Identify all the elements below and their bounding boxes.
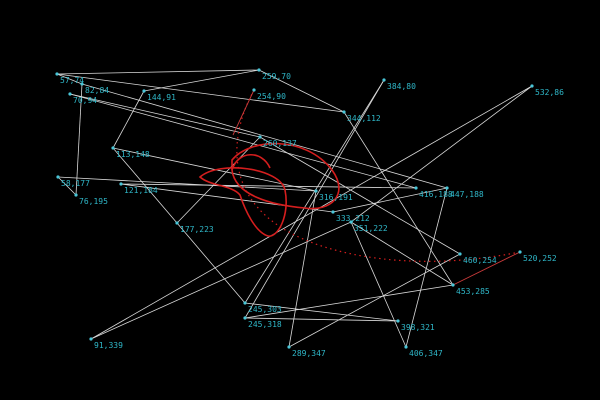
node-label-p384_80: 384,80: [387, 82, 416, 91]
node-label-p406_347: 406,347: [409, 349, 443, 358]
node-label-p259_70: 259,70: [262, 72, 291, 81]
red-loop-lower: [198, 167, 287, 237]
node-label-p316_191: 316,191: [319, 193, 353, 202]
node-label-p76_195: 76,195: [79, 197, 108, 206]
edge-p245_318-p398_321: [244, 317, 399, 322]
edge-p70_94-p416_188: [69, 93, 417, 189]
edge-p351_222-p406_347: [350, 221, 407, 348]
node-p406_347: [404, 345, 408, 349]
edge-p57_74-p344_112: [56, 73, 345, 113]
node-p121_184: [119, 182, 123, 186]
node-p351_222: [349, 220, 353, 224]
edge-p447_188-p406_347: [405, 187, 448, 348]
edge-p532_86-p351_222: [350, 85, 533, 223]
node-label-p447_188: 447,188: [450, 190, 484, 199]
node-p144_91: [142, 89, 146, 93]
edge-p58_177-p76_195: [57, 176, 77, 196]
edge-p82_84-p76_195: [75, 83, 83, 196]
node-label-p254_90: 254,90: [257, 92, 286, 101]
edge-p57_74-p82_84: [56, 73, 83, 85]
edge-p58_177-p316_191: [57, 176, 317, 192]
node-label-p177_223: 177,223: [180, 225, 214, 234]
node-p460_254: [458, 252, 462, 256]
node-label-p460_254: 460,254: [463, 256, 497, 265]
node-label-p398_321: 398,321: [401, 323, 435, 332]
node-p82_84: [80, 82, 84, 86]
node-label-p245_318: 245,318: [248, 320, 282, 329]
edge-p447_188-p333_212: [332, 187, 448, 213]
node-label-p344_112: 344,112: [347, 114, 381, 123]
edge-p245_303-p398_321: [244, 302, 399, 322]
node-p91_339: [89, 337, 93, 341]
node-label-p113_148: 113,148: [116, 150, 150, 159]
edge-p91_339-p532_86: [90, 85, 533, 340]
edge-p259_70-p344_112: [258, 69, 345, 113]
edge-p91_339-p351_222: [90, 221, 352, 340]
node-label-p453_285: 453,285: [456, 287, 490, 296]
red-loop-link: [231, 154, 271, 171]
node-p344_112: [342, 110, 346, 114]
node-p398_321: [396, 319, 400, 323]
edge-p57_74-p259_70: [56, 69, 260, 75]
red-spur-lower: [452, 251, 521, 286]
node-p316_191: [314, 189, 318, 193]
node-p113_148: [111, 146, 115, 150]
node-p254_90: [252, 88, 256, 92]
node-layer: [55, 68, 534, 349]
node-p57_74: [55, 72, 59, 76]
node-label-p520_252: 520,252: [523, 254, 557, 263]
edge-p177_223-p245_303: [176, 222, 246, 304]
red-loop-upper: [231, 142, 340, 210]
node-label-p57_74: 57,74: [60, 76, 84, 85]
edge-p144_91-p113_148: [112, 90, 145, 149]
node-p245_303: [243, 301, 247, 305]
node-label-p333_212: 333,212: [336, 214, 370, 223]
node-p70_94: [68, 92, 72, 96]
node-p289_347: [287, 345, 291, 349]
edge-p144_91-p259_70: [143, 69, 260, 92]
node-label-p416_188: 416,188: [419, 190, 453, 199]
node-p447_188: [445, 186, 449, 190]
curve-layer: [198, 89, 521, 286]
node-label-p260_137: 260,137: [263, 139, 297, 148]
node-label-p91_339: 91,339: [94, 341, 123, 350]
node-label-p144_91: 144,91: [147, 93, 176, 102]
edge-p289_347-p316_191: [288, 190, 317, 348]
edge-p289_347-p460_254: [288, 253, 461, 348]
node-p76_195: [74, 193, 78, 197]
node-label-p289_347: 289,347: [292, 349, 326, 358]
node-p259_70: [257, 68, 261, 72]
node-p245_318: [243, 316, 247, 320]
edge-p113_148-p177_223: [112, 147, 178, 224]
node-label-p121_184: 121,184: [124, 186, 158, 195]
node-p177_223: [175, 221, 179, 225]
node-p416_188: [414, 186, 418, 190]
node-label-p70_94: 70,94: [73, 96, 97, 105]
node-p532_86: [530, 84, 534, 88]
edge-p260_137-p460_254: [259, 136, 461, 255]
node-p453_285: [451, 283, 455, 287]
node-label-p245_303: 245,303: [248, 305, 282, 314]
node-p260_137: [258, 135, 262, 139]
edge-p121_184-p416_188: [120, 183, 417, 189]
edge-p82_84-p447_188: [81, 83, 448, 189]
node-label-p82_84: 82,84: [85, 86, 109, 95]
node-p384_80: [382, 78, 386, 82]
edge-p351_222-p453_285: [350, 221, 454, 286]
node-label-p58_177: 58,177: [61, 179, 90, 188]
edge-p245_318-p453_285: [244, 284, 454, 319]
edge-p177_223-p260_137: [176, 136, 261, 224]
red-spur-upper: [232, 89, 255, 136]
edge-layer: [56, 69, 533, 348]
node-p58_177: [56, 175, 60, 179]
node-label-p351_222: 351,222: [354, 224, 388, 233]
node-label-p532_86: 532,86: [535, 88, 564, 97]
edge-p70_94-p260_137: [69, 93, 261, 138]
node-p520_252: [518, 250, 522, 254]
node-p333_212: [331, 210, 335, 214]
